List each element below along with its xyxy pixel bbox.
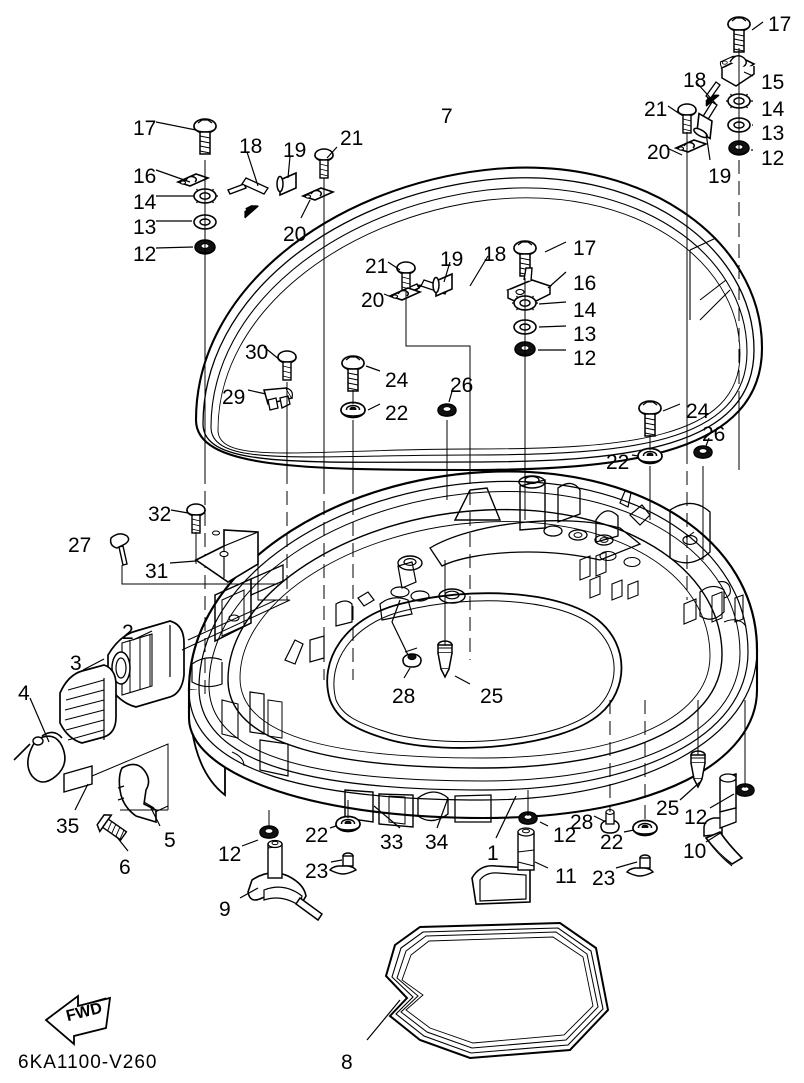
callout-8: 8 <box>341 1051 353 1074</box>
bracket-part31 <box>194 529 259 583</box>
clip-part29 <box>263 387 294 411</box>
bracket-group <box>109 503 290 601</box>
callout-26: 26 <box>450 374 474 397</box>
callout-18: 18 <box>683 69 707 92</box>
callout-18: 18 <box>483 243 507 266</box>
callout-19: 19 <box>440 248 464 271</box>
grommet-part27 <box>109 533 130 566</box>
callout-21: 21 <box>340 127 364 150</box>
callout-25: 25 <box>656 797 680 820</box>
callout-20: 20 <box>283 223 307 246</box>
callout-31: 31 <box>145 560 169 583</box>
callout-14: 14 <box>761 98 785 121</box>
callout-25: 25 <box>480 685 504 708</box>
callout-22: 22 <box>606 451 630 474</box>
top-cowling-part7 <box>194 166 764 472</box>
fastener-group-left-mid <box>247 346 457 680</box>
callout-10: 10 <box>683 840 707 863</box>
callout-24: 24 <box>385 369 409 392</box>
callout-15: 15 <box>761 71 785 94</box>
callout-24: 24 <box>686 400 710 423</box>
callout-12: 12 <box>684 806 708 829</box>
callout-16: 16 <box>133 165 157 188</box>
callout-13: 13 <box>573 323 597 346</box>
callout-2: 2 <box>122 621 134 644</box>
callout-5: 5 <box>164 829 176 852</box>
callout-23: 23 <box>592 867 616 890</box>
latch-part10 <box>703 773 744 867</box>
handle-part9 <box>247 839 324 922</box>
bracket-part11 <box>471 827 535 905</box>
callout-33: 33 <box>380 831 404 854</box>
callout-22: 22 <box>600 831 624 854</box>
fastener-group-upper-right <box>666 16 764 600</box>
callout-21: 21 <box>644 98 668 121</box>
callout-13: 13 <box>761 122 785 145</box>
callout-22: 22 <box>385 402 409 425</box>
callout-30: 30 <box>245 341 269 364</box>
callout-12: 12 <box>218 843 242 866</box>
fwd-direction-arrow <box>44 994 112 1046</box>
callout-9: 9 <box>219 898 231 921</box>
callout-17: 17 <box>768 13 792 36</box>
callout-4: 4 <box>18 682 30 705</box>
gasket-part8 <box>384 921 610 1060</box>
diagram-code: 6KA1100-V260 <box>18 1052 158 1073</box>
callout-12: 12 <box>761 147 785 170</box>
callout-27: 27 <box>68 534 92 557</box>
callout-21: 21 <box>365 255 389 278</box>
callout-17: 17 <box>133 117 157 140</box>
callout-16: 16 <box>573 272 597 295</box>
callout-1: 1 <box>487 842 499 865</box>
callout-14: 14 <box>133 191 157 214</box>
callout-13: 13 <box>133 216 157 239</box>
callout-20: 20 <box>647 141 671 164</box>
callout-7: 7 <box>441 105 453 128</box>
callout-11: 11 <box>555 865 577 888</box>
callout-3: 3 <box>70 652 82 675</box>
grommet-part28-interior <box>402 647 422 668</box>
callout-14: 14 <box>573 299 597 322</box>
callout-19: 19 <box>708 165 732 188</box>
callout-12: 12 <box>573 347 597 370</box>
callout-35: 35 <box>56 815 80 838</box>
bottom-cowling-part1 <box>187 470 759 828</box>
fastener-group-upper-left <box>155 118 338 700</box>
bottom-fasteners <box>239 700 755 1041</box>
callout-19: 19 <box>283 139 307 162</box>
callout-17: 17 <box>573 237 597 260</box>
callout-34: 34 <box>425 831 449 854</box>
callout-23: 23 <box>305 860 329 883</box>
callout-28: 28 <box>570 811 594 834</box>
connector-group <box>13 599 291 852</box>
callout-26: 26 <box>702 423 726 446</box>
callout-20: 20 <box>361 289 385 312</box>
callout-29: 29 <box>222 386 246 409</box>
callout-22: 22 <box>305 824 329 847</box>
fastener-group-right-mid <box>631 400 713 560</box>
callout-28: 28 <box>392 685 416 708</box>
callout-18: 18 <box>239 135 263 158</box>
callout-12: 12 <box>553 824 577 847</box>
interior-fasteners <box>391 560 471 685</box>
callout-6: 6 <box>119 856 131 879</box>
fastener-group-middle <box>383 240 567 660</box>
callout-32: 32 <box>148 503 172 526</box>
callout-12: 12 <box>133 243 157 266</box>
